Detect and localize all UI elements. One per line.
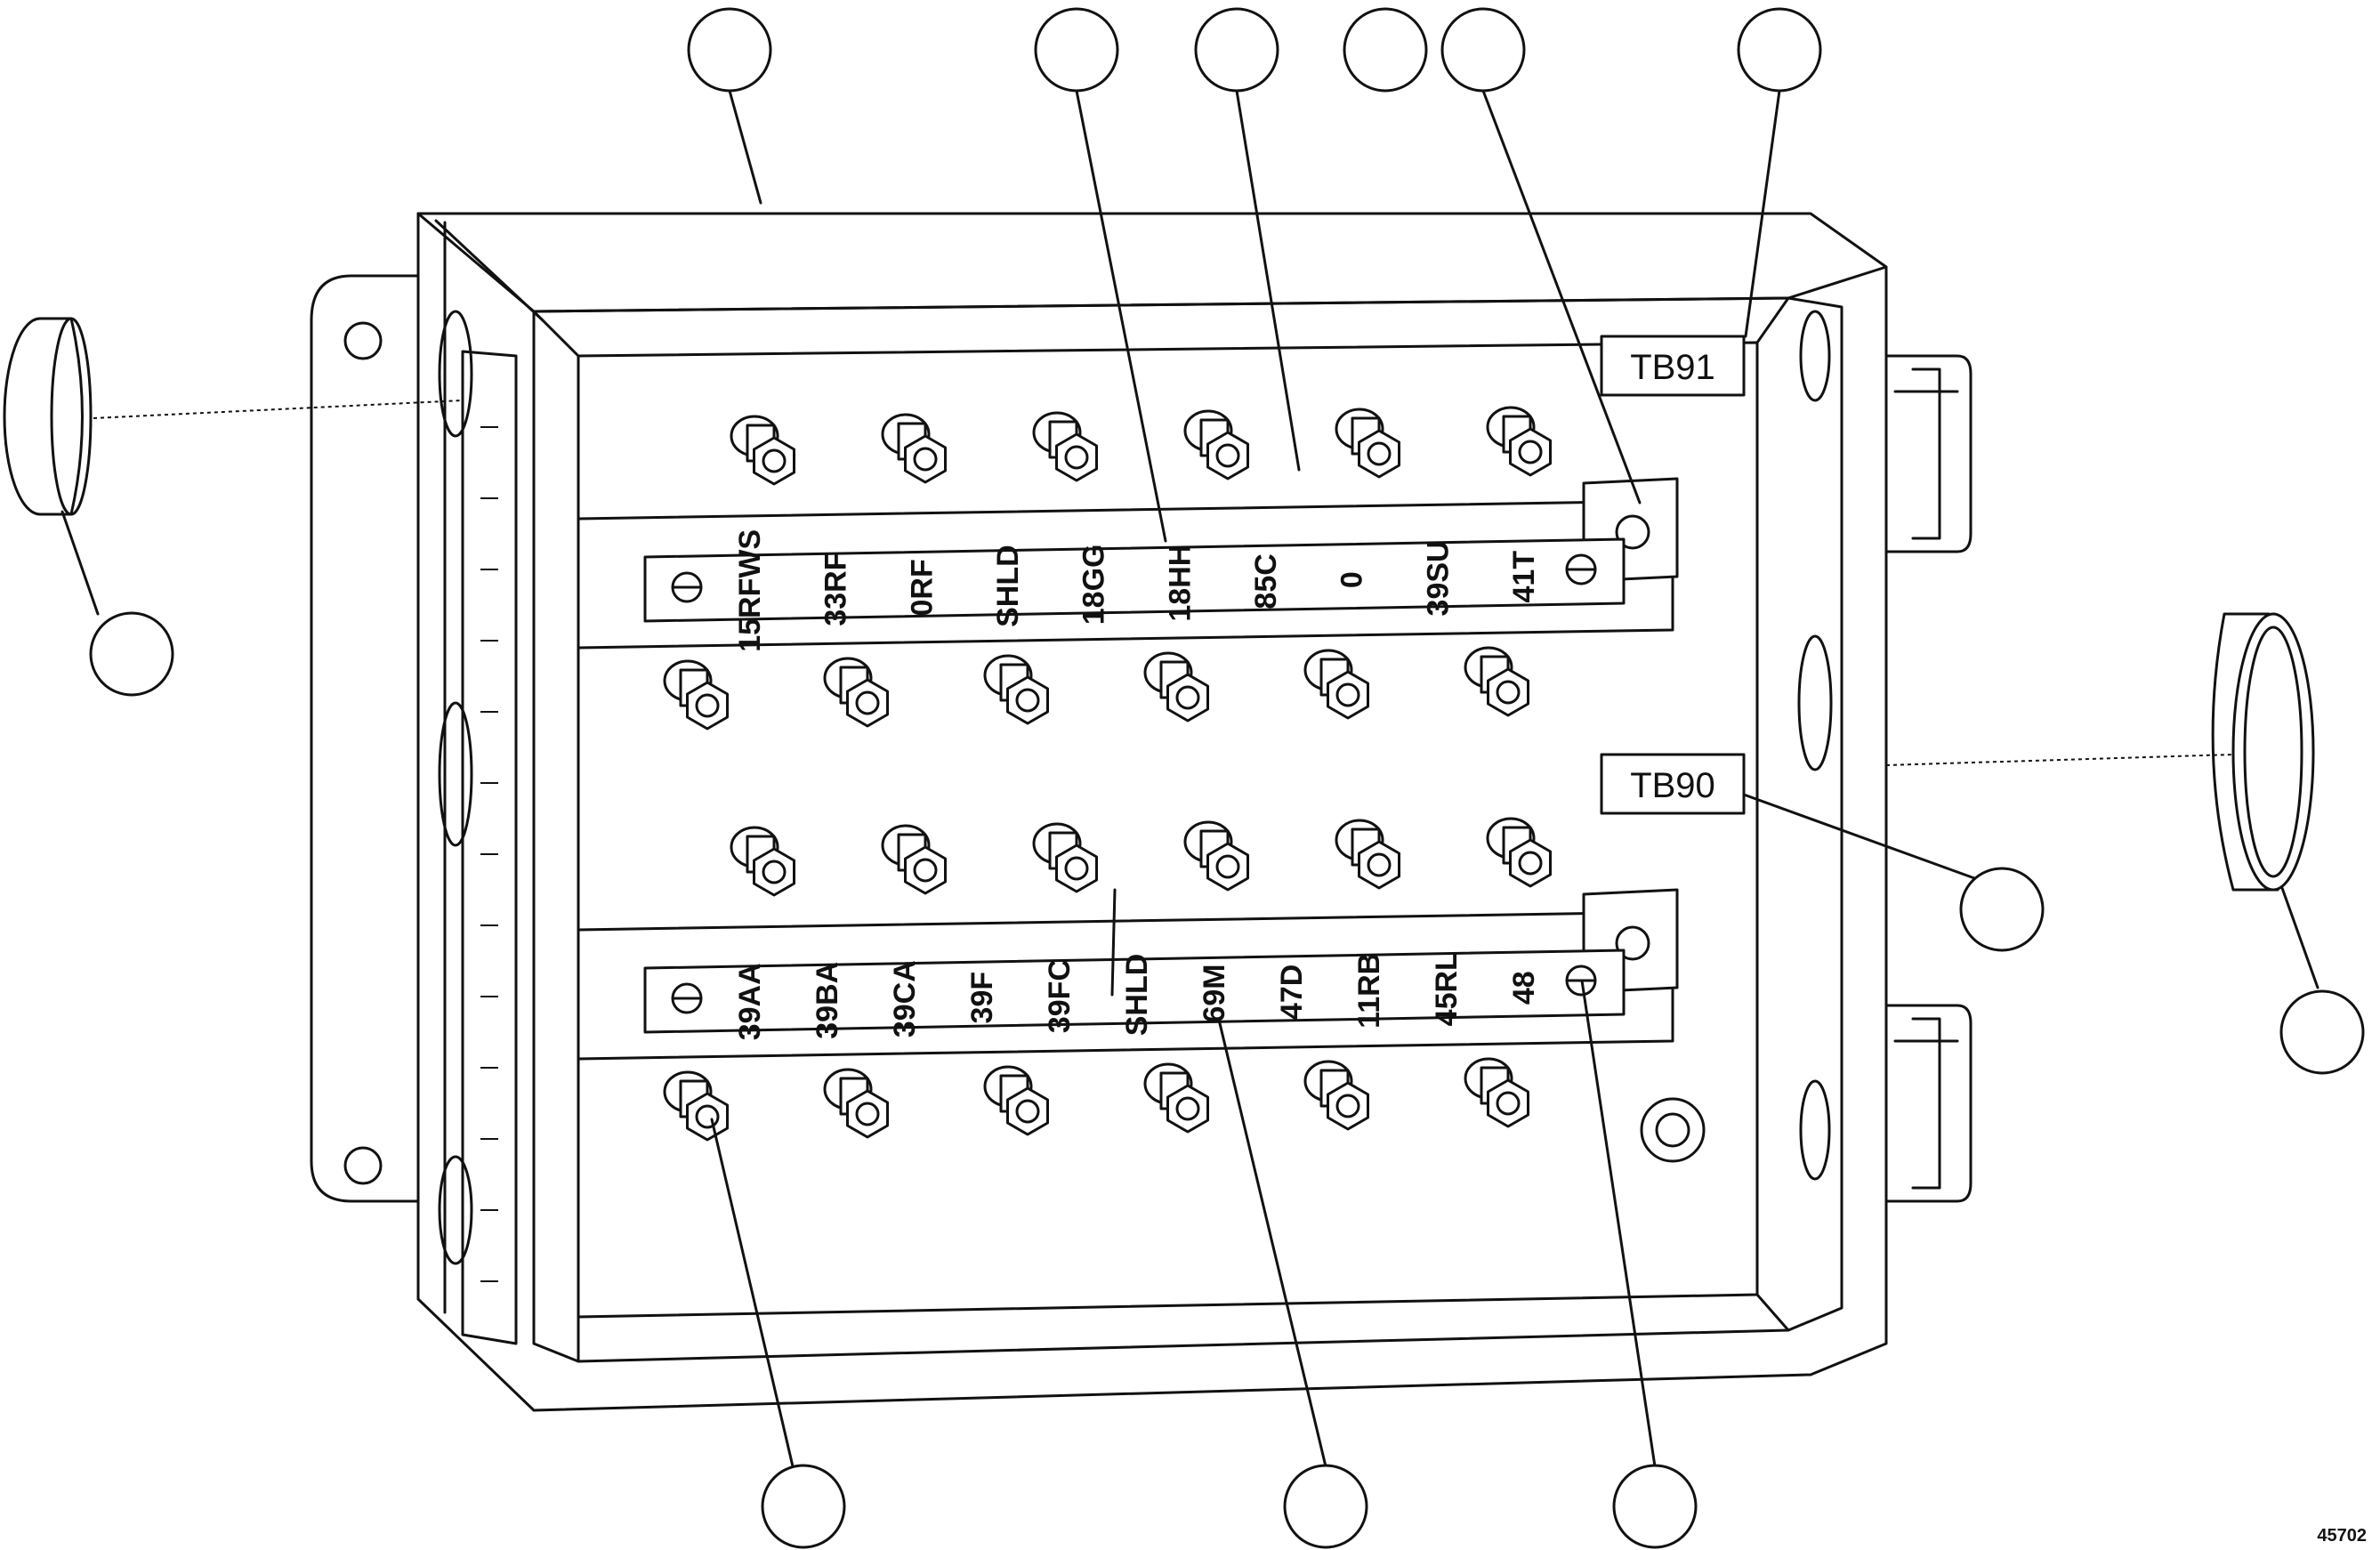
tb90-marker-strip	[643, 949, 1626, 1034]
tb90-terminal-label: 39CA	[888, 960, 922, 1037]
callout-6	[1737, 7, 1822, 93]
callout-9	[2279, 989, 2365, 1075]
tb91-end-screw	[671, 571, 703, 603]
plug-left	[3, 317, 93, 516]
plug-right-path	[1885, 754, 2234, 766]
tb90-terminal-label: 11RB	[1352, 953, 1386, 1029]
tb90-terminal-label: 48	[1507, 971, 1541, 1005]
left-mounting-flange	[310, 274, 420, 1203]
callout-3	[1194, 7, 1279, 93]
flange-hole-bottom	[343, 1146, 383, 1185]
tb91-bottom-nut	[1303, 649, 1369, 720]
tb90-terminal-label: 39BA	[811, 962, 844, 1039]
tb91-terminal-label: 18HH	[1163, 545, 1197, 622]
tb91-top-nut	[1032, 411, 1098, 482]
knockout-left-1	[438, 310, 473, 438]
tb90-top-nut	[1032, 822, 1098, 893]
plug-right	[2211, 612, 2315, 892]
ground-lug	[1640, 1097, 1706, 1163]
callout-2	[1034, 7, 1119, 93]
tb90-bottom-nut	[1143, 1062, 1209, 1134]
knockout-right-3	[1799, 1079, 1831, 1181]
callout-4	[1343, 7, 1428, 93]
tag-tb90-text: TB90	[1630, 766, 1715, 805]
tb90-terminal-label: SHLD	[1120, 954, 1154, 1037]
tb91-terminal-label: 85C	[1249, 553, 1283, 609]
tb90-terminal-label: 39FC	[1043, 959, 1077, 1033]
callout-5	[1440, 7, 1526, 93]
tb90-bottom-nut	[1303, 1060, 1369, 1131]
callout-1	[687, 7, 772, 93]
hinge-knuckles	[480, 426, 498, 1282]
callout-11	[1283, 1464, 1368, 1549]
plug-left-path	[93, 400, 464, 419]
tb91-top-nut	[1335, 408, 1400, 479]
tb90-top-nut	[1183, 820, 1249, 892]
tb91-bottom-nut	[1464, 646, 1529, 717]
terminal-block-lower: 39AA 39BA 39CA 39F 39FC SHLD 69M 47D 11RB 45RL 48	[577, 817, 1679, 1142]
knockout-right-1	[1799, 310, 1831, 402]
inner-opening	[532, 296, 1843, 1363]
tb91-top-nut	[1183, 409, 1249, 480]
tb91-bottom-nut	[983, 654, 1049, 725]
callout-12	[1612, 1464, 1698, 1549]
terminal-block-upper: 15RFWS 33RF 0RF SHLD 18GG 18HH 85C 0 39SU 41T	[577, 406, 1679, 731]
tb91-terminal-label: 33RF	[819, 553, 853, 626]
tb90-terminal-label: 47D	[1275, 965, 1309, 1020]
tb90-top-nut	[730, 826, 795, 897]
tb91-terminal-label: 41T	[1507, 551, 1541, 603]
tb90-top-nut	[1486, 817, 1552, 888]
tb91-top-nut	[881, 413, 947, 484]
tb91-bottom-nut	[823, 657, 889, 728]
figure-number: 45702	[2317, 1526, 2367, 1546]
tag-tb91: TB91	[1600, 335, 1746, 397]
latch-upper	[1884, 354, 1973, 553]
tb91-terminal-label: 0	[1335, 571, 1369, 588]
tb91-terminal-label: 39SU	[1421, 540, 1455, 616]
tb91-top-nut	[1486, 406, 1552, 477]
tb90-top-nut	[881, 824, 947, 895]
tb90-end-screw	[671, 982, 703, 1014]
flange-hole-top	[343, 321, 383, 360]
leader-lines	[61, 89, 2319, 1468]
knockout-left-3	[438, 1155, 473, 1265]
tb91-terminal-label: 18GG	[1077, 545, 1111, 626]
callout-8	[1959, 867, 2045, 952]
tb90-terminal-label: 39AA	[733, 963, 767, 1040]
tb91-terminal-label: SHLD	[991, 545, 1025, 627]
tag-tb91-text: TB91	[1630, 348, 1715, 387]
hinge-strip	[461, 350, 518, 1345]
callout-bubbles	[89, 7, 2365, 1549]
tb91-bottom-nut	[1143, 651, 1209, 723]
tb90-bottom-nut	[663, 1070, 729, 1142]
tag-tb90: TB90	[1600, 753, 1746, 815]
tb91-terminal-label: 15RFWS	[733, 529, 767, 652]
tb90-top-nut	[1335, 819, 1400, 890]
tb90-bottom-nut	[983, 1065, 1049, 1136]
latch-lower	[1884, 1004, 1973, 1203]
tb91-terminal-label: 0RF	[905, 559, 939, 616]
callout-7	[89, 611, 174, 697]
tb91-end-screw	[1565, 553, 1597, 585]
callout-10	[761, 1464, 846, 1549]
knockout-right-2	[1797, 634, 1833, 771]
tb91-bottom-nut	[663, 659, 729, 731]
tb90-terminal-label: 39F	[965, 972, 999, 1024]
knockout-left-2	[438, 701, 473, 847]
tb90-bottom-nut	[1464, 1057, 1529, 1128]
tb90-terminal-label: 69M	[1198, 964, 1231, 1022]
tb91-marker-strip	[643, 537, 1626, 623]
tb90-terminal-label: 45RL	[1430, 952, 1464, 1026]
tb90-bottom-nut	[823, 1068, 889, 1139]
tb91-top-nut	[730, 415, 795, 486]
